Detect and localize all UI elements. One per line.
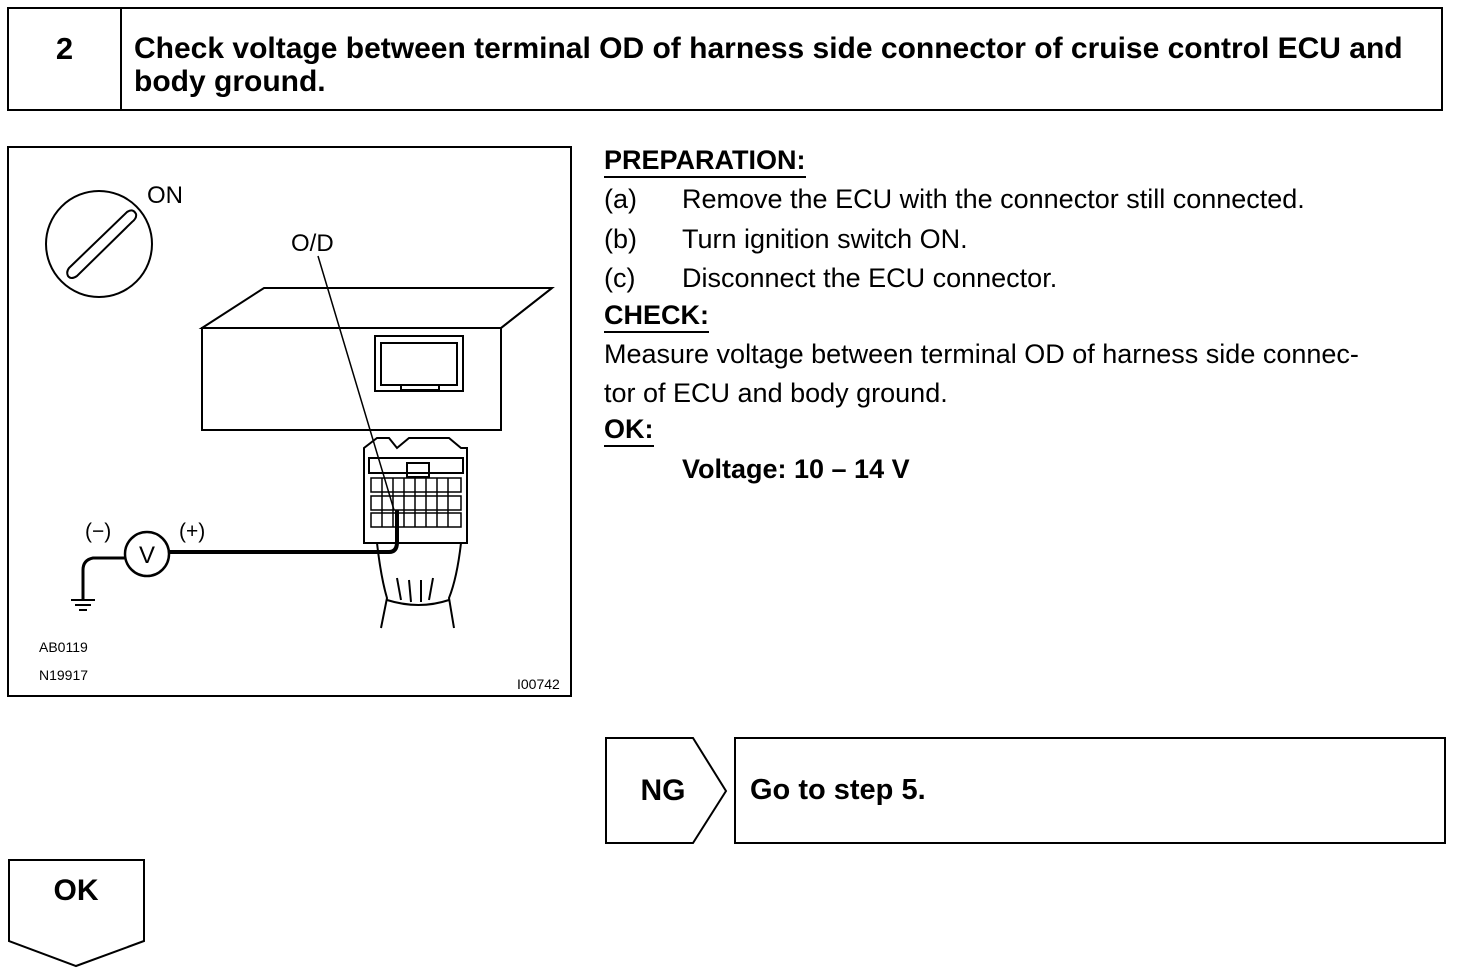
- terminal-od-label: O/D: [291, 230, 334, 257]
- step-number: 2: [9, 9, 122, 109]
- figure-code: AB0119: [39, 639, 88, 655]
- check-line: Measure voltage between terminal OD of h…: [604, 338, 1359, 369]
- ecu-connector-diagram: ON O/D: [45, 182, 555, 629]
- ng-action-box: Go to step 5.: [734, 737, 1446, 844]
- check-heading: CHECK:: [604, 299, 709, 333]
- ng-arrow-shape: [605, 737, 728, 844]
- ignition-switch-icon: [45, 190, 153, 298]
- step-header: 2 Check voltage between terminal OD of h…: [7, 7, 1443, 111]
- od-leader-line: [317, 255, 395, 511]
- list-item: (a) Remove the ECU with the connector st…: [604, 180, 1454, 220]
- ok-spec-value: Voltage: 10 – 14 V: [682, 453, 910, 484]
- wiring-illustration: ON O/D: [7, 146, 572, 697]
- item-text: Turn ignition switch ON.: [682, 223, 968, 254]
- step-title: Check voltage between terminal OD of har…: [134, 32, 1403, 98]
- preparation-list: (a) Remove the ECU with the connector st…: [604, 180, 1454, 299]
- ecu-box: [198, 287, 555, 431]
- list-item: (b) Turn ignition switch ON.: [604, 220, 1454, 260]
- item-label: (c): [604, 263, 636, 293]
- check-line: tor of ECU and body ground.: [604, 377, 948, 408]
- item-text: Remove the ECU with the connector still …: [682, 184, 1305, 214]
- list-item: (c) Disconnect the ECU connector.: [604, 259, 1454, 299]
- ground-icon: [71, 599, 95, 611]
- ok-arrow-shape: [8, 859, 145, 968]
- negative-lead: [81, 556, 125, 600]
- negative-label: (−): [85, 520, 111, 543]
- voltmeter-symbol: V: [139, 542, 155, 569]
- item-text: Disconnect the ECU connector.: [682, 263, 1058, 293]
- instructions: PREPARATION: (a) Remove the ECU with the…: [604, 144, 1454, 489]
- item-label: (a): [604, 184, 637, 214]
- preparation-heading: PREPARATION:: [604, 144, 806, 178]
- figure-code: I00742: [517, 676, 560, 692]
- positive-label: (+): [179, 520, 205, 543]
- harness-connector: [363, 437, 468, 629]
- item-label: (b): [604, 223, 637, 254]
- ok-heading: OK:: [604, 413, 654, 447]
- ignition-on-label: ON: [147, 182, 183, 209]
- ok-label: OK: [53, 874, 99, 907]
- positive-lead: [169, 510, 399, 554]
- check-text: Measure voltage between terminal OD of h…: [604, 335, 1454, 413]
- voltmeter-icon: [123, 530, 171, 578]
- ng-action-text: Go to step 5.: [750, 774, 926, 806]
- figure-code: N19917: [39, 667, 89, 683]
- ng-label: NG: [640, 773, 686, 807]
